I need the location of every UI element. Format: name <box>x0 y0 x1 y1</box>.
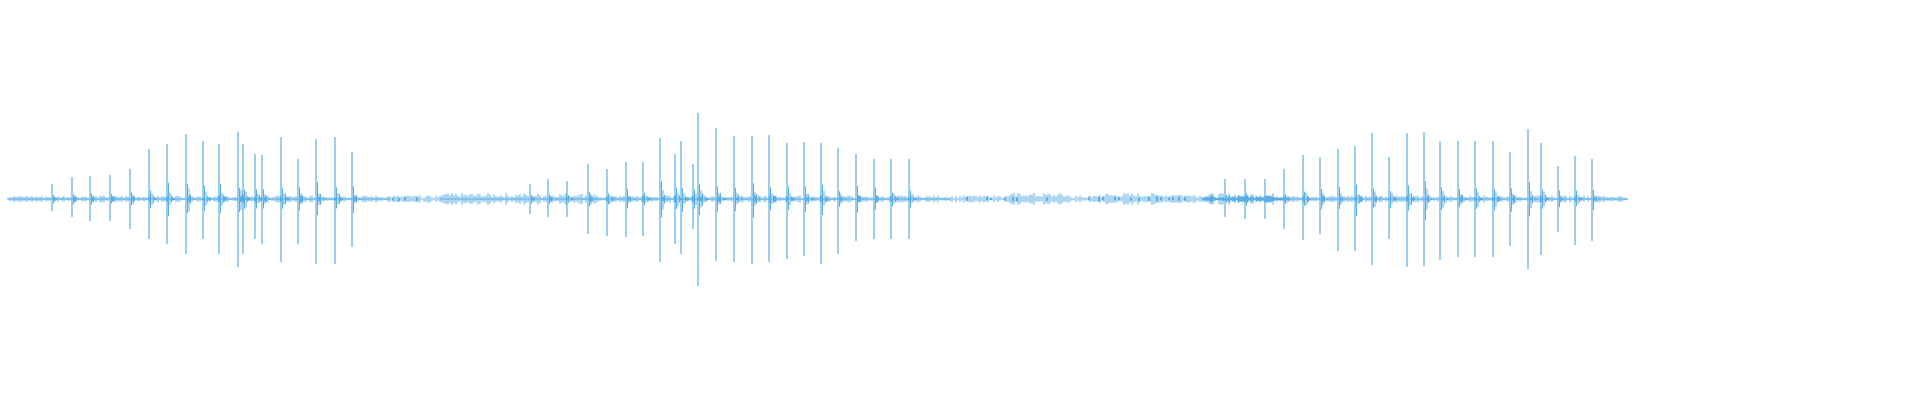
audio-waveform <box>7 113 1628 286</box>
